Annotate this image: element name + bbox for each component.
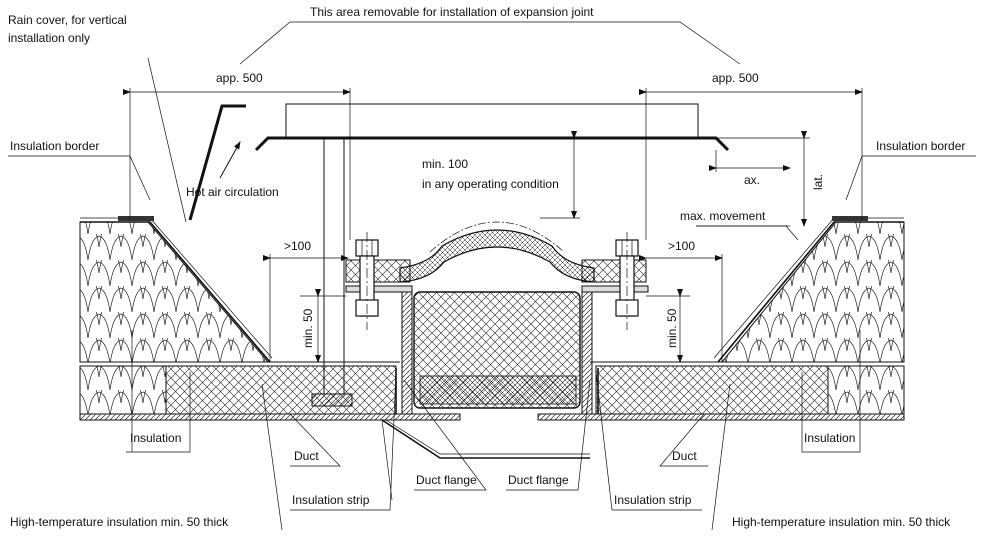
duct-flange-right-label: Duct flange [508, 473, 569, 487]
bellows [399, 221, 595, 283]
insulation-strip-right-label: Insulation strip [614, 493, 692, 507]
insulation-right-label: Insulation [804, 431, 855, 445]
dimensions [123, 21, 863, 363]
flanges [345, 259, 649, 293]
insulation-border-left-label: Insulation border [10, 139, 99, 153]
lat-label: lat. [811, 174, 825, 190]
ht-insulation-right-label: High-temperature insulation min. 50 thic… [732, 515, 951, 529]
ht-insulation [80, 361, 904, 415]
leaders [8, 57, 976, 531]
app-500-left-label: app. 500 [216, 71, 263, 85]
min-100-label-line1: min. 100 [422, 157, 468, 171]
expansion-joint-body [395, 289, 599, 415]
insulation-strip-left-label: Insulation strip [292, 493, 370, 507]
app-500-right-label: app. 500 [712, 71, 759, 85]
rain-cover-label-line1: Rain cover, for vertical [8, 13, 127, 27]
rain-cover-label-line2: installation only [8, 31, 90, 45]
min-50-left-label: min. 50 [301, 308, 315, 348]
bolts [355, 232, 639, 330]
duct-flange-left-label: Duct flange [416, 473, 477, 487]
hot-air-label: Hot air circulation [186, 185, 279, 199]
insulation-border-right-label: Insulation border [876, 139, 965, 153]
cladding [80, 216, 904, 363]
max-movement-label: max. movement [680, 209, 766, 223]
gt-100-right-label: >100 [668, 239, 695, 253]
insulation-right [720, 221, 905, 415]
duct-left-label: Duct [294, 449, 319, 463]
min-50-right-label: min. 50 [665, 308, 679, 348]
insulation-left [79, 221, 270, 415]
ht-insulation-left-label: High-temperature insulation min. 50 thic… [10, 515, 229, 529]
duct-right-label: Duct [672, 449, 697, 463]
ax-label: ax. [744, 173, 760, 187]
min-100-label-line2: in any operating condition [422, 177, 559, 191]
removable-area-label: This area removable for installation of … [310, 5, 594, 19]
duct-walls [79, 393, 905, 459]
gt-100-left-label: >100 [284, 239, 311, 253]
insulation-left-label: Insulation [130, 431, 181, 445]
top-cover [188, 103, 730, 394]
